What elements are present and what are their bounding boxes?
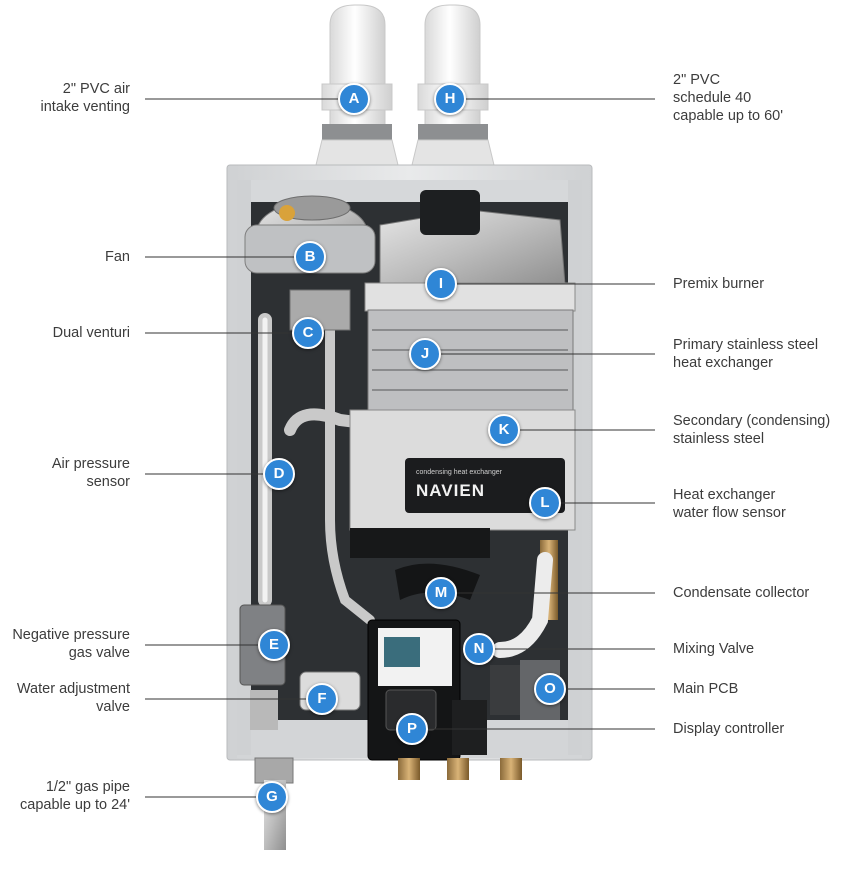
label-l: Heat exchanger water flow sensor bbox=[673, 487, 786, 521]
label-d: Air pressure sensor bbox=[51, 456, 130, 490]
badge-m: M bbox=[425, 577, 457, 609]
badge-j: J bbox=[409, 338, 441, 370]
badge-i: I bbox=[425, 268, 457, 300]
vent-pipes bbox=[315, 4, 495, 166]
label-j: Primary stainless steel heat exchanger bbox=[673, 337, 819, 371]
label-c: Dual venturi bbox=[52, 325, 130, 341]
navien-nameplate: condensing heat exchanger NAVIEN bbox=[410, 463, 560, 509]
label-b: Fan bbox=[105, 249, 130, 265]
badge-e: E bbox=[258, 629, 290, 661]
label-m: Condensate collector bbox=[673, 585, 810, 601]
label-n: Mixing Valve bbox=[673, 641, 755, 657]
fan-assembly bbox=[244, 195, 376, 274]
bottom-fittings bbox=[254, 757, 522, 850]
badge-a: A bbox=[338, 83, 370, 115]
badge-l: L bbox=[529, 487, 561, 519]
label-k: Secondary (condensing) stainless steel bbox=[673, 413, 831, 447]
label-p: Display controller bbox=[673, 721, 785, 737]
badge-k: K bbox=[488, 414, 520, 446]
label-a: 2" PVC air intake venting bbox=[40, 81, 130, 115]
badge-f: F bbox=[306, 683, 338, 715]
label-i: Premix burner bbox=[673, 276, 765, 292]
badge-d: D bbox=[263, 458, 295, 490]
label-g: 1/2" gas pipe capable up to 24' bbox=[20, 779, 130, 813]
navien-logo: NAVIEN bbox=[416, 481, 485, 500]
label-e: Negative pressure gas valve bbox=[12, 627, 130, 661]
badge-g: G bbox=[256, 781, 288, 813]
badge-p: P bbox=[396, 713, 428, 745]
badge-h: H bbox=[434, 83, 466, 115]
badge-n: N bbox=[463, 633, 495, 665]
label-o: Main PCB bbox=[673, 681, 739, 697]
badge-c: C bbox=[292, 317, 324, 349]
badge-o: O bbox=[534, 673, 566, 705]
label-h: 2" PVC schedule 40 capable up to 60' bbox=[673, 72, 783, 124]
label-f: Water adjustment valve bbox=[16, 681, 130, 715]
display-unit bbox=[367, 619, 487, 761]
heat-exchanger bbox=[349, 190, 576, 558]
nameplate-subtitle: condensing heat exchanger bbox=[416, 469, 503, 476]
badge-b: B bbox=[294, 241, 326, 273]
